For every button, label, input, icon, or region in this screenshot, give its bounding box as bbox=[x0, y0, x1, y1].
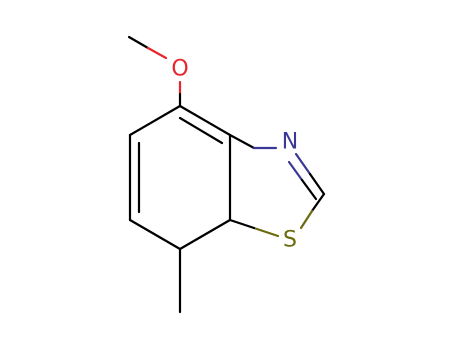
bond-nitrogen-c2-nitrogen bbox=[294, 152, 312, 176]
bond-c3a-nitrogen-carbon bbox=[228, 133, 256, 150]
bond-methyl-oxygen-oxygen bbox=[146, 46, 168, 60]
bond-c3a-c4 bbox=[178, 104, 232, 137]
bond-nitrogen-c2-carbon bbox=[308, 172, 326, 196]
bond-nitrogen-c2-inner-carbon bbox=[300, 178, 318, 201]
bond-c3a-c4-inner bbox=[178, 116, 224, 145]
bond-c4-c5 bbox=[128, 104, 182, 137]
bond-c2-sulfur-carbon bbox=[310, 192, 326, 213]
bond-c6-c7 bbox=[128, 218, 182, 251]
sulfur-atom-label: S bbox=[283, 228, 297, 253]
bond-c2-sulfur-sulfur bbox=[299, 209, 314, 230]
bond-sulfur-c7a-carbon bbox=[228, 218, 256, 230]
bond-methyl-oxygen-carbon bbox=[127, 35, 150, 50]
bond-c7-c7a bbox=[178, 218, 232, 251]
nitrogen-atom-label: N bbox=[282, 130, 298, 155]
bond-sulfur-c7a-sulfur bbox=[252, 226, 280, 238]
bond-nitrogen-c2-inner-nitrogen bbox=[287, 160, 304, 182]
oxygen-atom-label: O bbox=[171, 57, 188, 82]
